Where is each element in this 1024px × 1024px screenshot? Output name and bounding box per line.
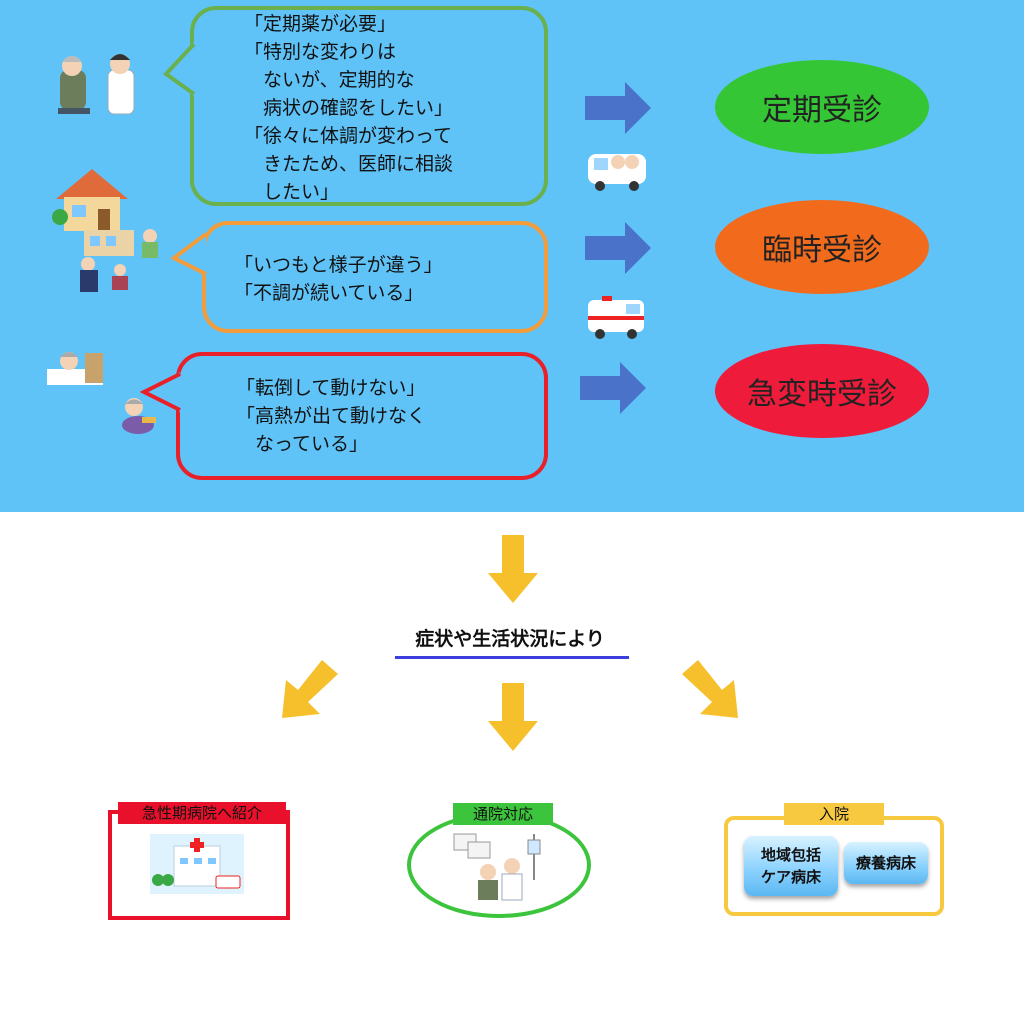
bubble-tail-temporary (170, 232, 208, 276)
bubble-text-emergency: 「転倒して動けない」 「高熱が出て動けなく なっている」 (236, 377, 427, 455)
fallen-patient-illustration (122, 398, 156, 434)
result-temporary-visit: 臨時受診 (715, 200, 929, 294)
speech-bubble-temporary: 「いつもと様子が違う」 「不調が続いている」 (202, 221, 548, 333)
outcome-outpatient-label: 通院対応 (453, 803, 553, 825)
arrow-right-icon (580, 362, 646, 414)
care-van-icon (588, 154, 646, 191)
bubble-text-regular: 「定期薬が必要」 「特別な変わりは ないが、定期的な 病状の確認をしたい」 「徐… (244, 13, 454, 203)
outcome-admission-label: 入院 (784, 803, 884, 825)
arrow-right-icon (585, 82, 651, 134)
bedridden-patient-illustration (47, 352, 103, 385)
ward-community-care: 地域包括 ケア病床 (744, 836, 838, 896)
ward-long-term-care: 療養病床 (844, 842, 928, 884)
result-emergency-visit: 急変時受診 (715, 344, 929, 438)
arrow-down-icon (488, 535, 538, 603)
hospital-icon (150, 834, 244, 894)
bubble-tail-emergency (140, 372, 181, 412)
patient-doctor-illustration (58, 54, 135, 115)
speech-bubble-emergency: 「転倒して動けない」 「高熱が出て動けなく なっている」 (176, 352, 548, 480)
outcome-acute-label: 急性期病院へ紹介 (118, 802, 286, 824)
arrow-down-icon (488, 683, 538, 751)
decision-label-underline (395, 656, 629, 659)
house-illustration (52, 169, 128, 231)
decision-label: 症状や生活状況により (415, 628, 605, 650)
arrow-down-right-icon (682, 660, 738, 718)
bubble-tail-regular (162, 42, 196, 96)
arrow-down-left-icon (282, 660, 338, 718)
outpatient-illustration (453, 833, 541, 901)
ambulance-icon (588, 296, 644, 339)
result-regular-visit: 定期受診 (715, 60, 929, 154)
speech-bubble-regular: 「定期薬が必要」 「特別な変わりは ないが、定期的な 病状の確認をしたい」 「徐… (190, 6, 548, 206)
bubble-text-temporary: 「いつもと様子が違う」 「不調が続いている」 (234, 254, 443, 304)
care-facility-illustration (80, 229, 158, 292)
arrow-right-icon (585, 222, 651, 274)
